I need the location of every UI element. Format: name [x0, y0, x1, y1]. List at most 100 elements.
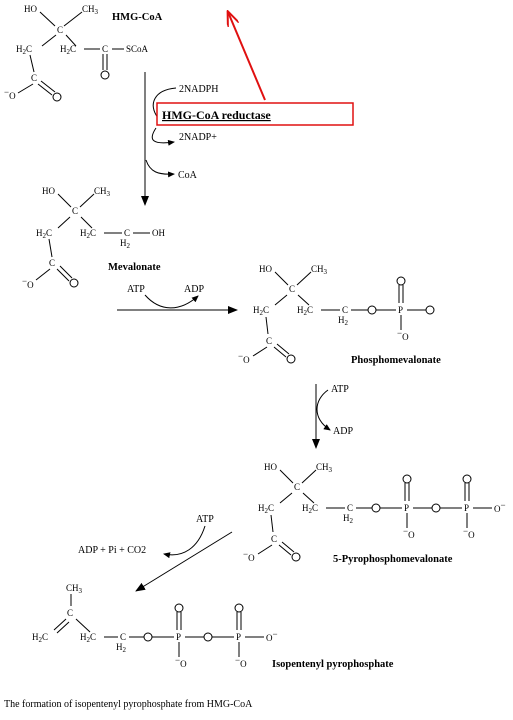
carboxyl-carbon: C: [271, 534, 277, 544]
coa-product: CoA: [178, 170, 198, 181]
oxygen-atom: [425, 305, 435, 315]
carboxyl-carbon: C: [31, 73, 37, 83]
phosphorus-atom: P: [464, 503, 469, 513]
pyrophosphomevalonate-label: 5-Pyrophosphomevalonate: [333, 554, 453, 565]
ch2-group: H2C: [297, 305, 313, 317]
carboxyl-carbon: C: [49, 258, 55, 268]
oxygen-atom: [402, 474, 412, 484]
cofactor-arc: [153, 87, 177, 119]
oxygen-atom: [234, 603, 244, 613]
cofactor-arc: [163, 525, 206, 559]
oxygen-atom: [431, 503, 441, 513]
highlight-arrow: [228, 12, 266, 101]
phosphorus-atom: P: [236, 632, 241, 642]
central-carbon: C: [57, 25, 63, 35]
cofactor-arc: [144, 294, 199, 309]
carbon-atom: C: [347, 503, 353, 513]
cofactor-arc: [316, 389, 331, 431]
oxygen-atom: [286, 354, 296, 364]
atp-reagent: ATP: [331, 384, 349, 395]
methyl-group: CH3: [311, 264, 328, 276]
hydroxyl-group: HO: [264, 462, 277, 472]
oxygen-atom: [396, 276, 406, 286]
central-carbon: C: [72, 206, 78, 216]
oxygen-atom: [143, 632, 153, 642]
phosphomevalonate-label: Phosphomevalonate: [351, 355, 441, 366]
carboxylate-oxygen: −O: [243, 549, 255, 563]
central-carbon: C: [289, 284, 295, 294]
carboxylate-oxygen: −O: [4, 87, 16, 101]
enzyme-label: HMG-CoA reductase: [162, 108, 271, 122]
isopentenyl-pyrophosphate-label: Isopentenyl pyrophosphate: [272, 659, 394, 670]
phosphate-oxygen: −O: [235, 655, 247, 669]
enzyme-box: HMG-CoA reductase: [156, 102, 354, 126]
nadph-reagent: 2NADPH: [179, 84, 218, 95]
phosphate-oxygen: −O: [397, 328, 409, 342]
nadp-product: 2NADP+: [179, 132, 217, 143]
phosphorus-atom: P: [398, 305, 403, 315]
carbon-atom: C: [342, 305, 348, 315]
hmg-coa-label: HMG-CoA: [112, 12, 163, 23]
reaction-arrow: [135, 531, 233, 592]
phosphate-oxygen: −O: [463, 526, 475, 540]
methyl-group: CH3: [94, 186, 111, 198]
oxygen-atom: [291, 552, 301, 562]
oxygen-atom: [203, 632, 213, 642]
cofactor-arc: [145, 159, 175, 178]
thioester-carbon: C: [102, 44, 108, 54]
ch2-group: H2C: [80, 632, 96, 644]
carboxylate-oxygen: −O: [22, 276, 34, 290]
ch2-group: H2C: [258, 503, 274, 515]
atp-reagent: ATP: [196, 514, 214, 525]
adp-product: ADP: [184, 284, 204, 295]
cofactor-arc: [151, 127, 175, 146]
figure-caption: The formation of isopentenyl pyrophospha…: [4, 699, 253, 710]
oxygen-atom: [69, 278, 79, 288]
alkene-carbon: C: [67, 608, 73, 618]
hmg-coa-structure: HMG-CoA HO CH3 C H2C H2C C SCoA C −O: [4, 4, 163, 102]
phosphomevalonate-structure: HO CH3 C H2C H2C C H2 P −O C −O Phosphom…: [238, 264, 441, 366]
ch2-group: H2C: [80, 228, 96, 240]
phosphorus-atom: P: [404, 503, 409, 513]
mevalonate-structure: HO CH3 C H2C H2C C OH H2 C −O Mevalonate: [22, 186, 165, 290]
carboxylate-oxygen: −O: [238, 351, 250, 365]
phosphate-oxygen: −O: [175, 655, 187, 669]
ch2-group: H2C: [32, 632, 48, 644]
ch2-group: H2C: [60, 44, 76, 56]
phosphate-oxygen: −O: [403, 526, 415, 540]
phosphate-oxygen: O−: [494, 500, 506, 514]
hydroxyl-group: HO: [24, 4, 37, 14]
ch2-subscript: H2: [343, 513, 354, 525]
oxygen-atom: [100, 70, 110, 80]
ch2-group: H2C: [36, 228, 52, 240]
hydroxyl-group: OH: [152, 228, 165, 238]
oxygen-atom: [367, 305, 377, 315]
phosphorus-atom: P: [176, 632, 181, 642]
ch2-subscript: H2: [120, 238, 131, 250]
atp-reagent: ATP: [127, 284, 145, 295]
isopentenyl-pyrophosphate-structure: CH3 C H2C H2C C H2 P −O P −O O− Isopente…: [32, 583, 394, 670]
methyl-group: CH3: [66, 583, 83, 595]
methyl-group: CH3: [82, 4, 99, 16]
carbon-atom: C: [124, 228, 130, 238]
ch2-subscript: H2: [338, 315, 349, 327]
phosphate-oxygen: O−: [266, 629, 278, 643]
pyrophosphomevalonate-structure: HO CH3 C H2C H2C C H2 P −O P −O O− C: [243, 462, 506, 565]
ch2-subscript: H2: [116, 642, 127, 654]
methyl-group: CH3: [316, 462, 333, 474]
central-carbon: C: [294, 482, 300, 492]
mevalonate-label: Mevalonate: [108, 262, 161, 273]
adp-product: ADP: [333, 426, 353, 437]
carboxyl-carbon: C: [266, 336, 272, 346]
adp-pi-co2-product: ADP + Pi + CO2: [78, 545, 146, 556]
oxygen-atom: [371, 503, 381, 513]
ch2-group: H2C: [16, 44, 32, 56]
scoa-group: SCoA: [126, 44, 149, 54]
oxygen-atom: [462, 474, 472, 484]
carbon-atom: C: [120, 632, 126, 642]
ch2-group: H2C: [302, 503, 318, 515]
oxygen-atom: [174, 603, 184, 613]
hydroxyl-group: HO: [259, 264, 272, 274]
ch2-group: H2C: [253, 305, 269, 317]
